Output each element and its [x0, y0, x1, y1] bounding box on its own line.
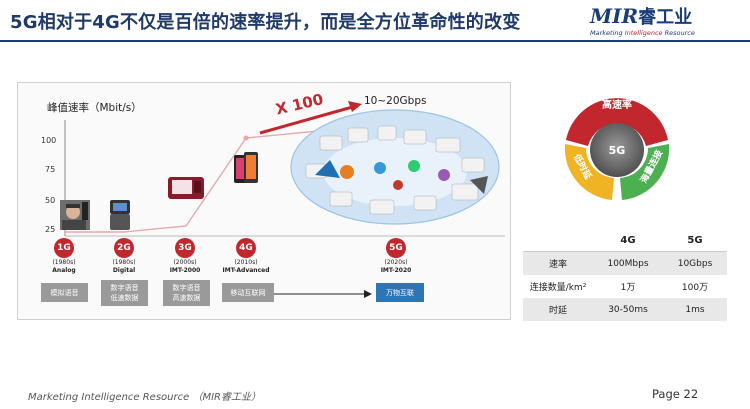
5g-peak-label: 10~20Gbps	[364, 95, 427, 107]
caption-2g-year: (1980s)	[112, 259, 136, 266]
page-number: Page 22	[652, 387, 699, 401]
badge-2g: 2G	[114, 238, 134, 258]
service-1g: 模拟语音	[41, 283, 88, 302]
service-3g-line2: 高速数据	[172, 294, 201, 302]
table-cell-4g: 1万	[620, 283, 636, 293]
table-cell-4g: 30-50ms	[608, 304, 648, 315]
ring-segment-top	[566, 98, 668, 146]
service-2g-line1: 数字语音	[110, 284, 139, 292]
caption-4g-year: (2010s)	[234, 259, 258, 266]
service-3g: 数字语音 高速数据	[163, 280, 210, 306]
service-2g: 数字语音 低速数据	[101, 280, 148, 306]
table-cell-metric: 时延	[548, 306, 567, 316]
table-header-5g: 5G	[687, 234, 703, 246]
ring-center-label: 5G	[609, 144, 626, 157]
table-cell-metric: 连接数量/km²	[529, 283, 587, 293]
y-tick-25: 25	[45, 225, 56, 234]
caption-4g: (2010s) IMT-Advanced	[211, 259, 281, 275]
service-2g-line2: 低速数据	[110, 294, 139, 302]
caption-1g: (1980s) Analog	[29, 259, 99, 275]
caption-5g: (2020s) IMT-2020	[361, 259, 431, 275]
caption-5g-year: (2020s)	[384, 259, 408, 266]
caption-3g-year: (2000s)	[173, 259, 197, 266]
ring-segment-left	[564, 144, 614, 200]
caption-2g: (1980s) Digital	[89, 259, 159, 275]
y-axis-title: 峰值速率（Mbit/s）	[47, 102, 142, 114]
table-cell-4g: 100Mbps	[607, 258, 649, 269]
ring-segment-right	[620, 144, 670, 200]
caption-3g: (2000s) IMT-2000	[150, 259, 220, 275]
service-3g-line1: 数字语音	[172, 284, 201, 292]
5g-capability-ring: 5G 高速率 低时延 海量连接	[564, 98, 670, 200]
caption-4g-name: IMT-Advanced	[222, 267, 270, 274]
footer-source: Marketing Intelligence Resource （MIR睿工业）	[28, 392, 261, 403]
table-cell-5g: 1ms	[685, 304, 705, 315]
badge-5g: 5G	[386, 238, 406, 258]
ring-top-label: 高速率	[602, 98, 632, 111]
badge-3g: 3G	[175, 238, 195, 258]
table-row-speed: 速率 100Mbps 10Gbps	[523, 252, 727, 275]
caption-3g-name: IMT-2000	[169, 267, 201, 274]
ring-center	[590, 123, 644, 177]
comparison-table: 4G 5G 速率 100Mbps 10Gbps 连接数量/km² 1万 100万…	[523, 229, 727, 321]
table-row-connections: 连接数量/km² 1万 100万	[523, 275, 727, 298]
y-tick-50: 50	[45, 196, 56, 205]
table-cell-5g: 100万	[681, 283, 709, 293]
badge-4g: 4G	[236, 238, 256, 258]
logo-tag-post: Resource	[664, 29, 695, 37]
table-cell-metric: 速率	[548, 260, 567, 270]
caption-1g-year: (1980s)	[52, 259, 76, 266]
logo-mark-cn: 睿工业	[638, 7, 693, 28]
logo-tagline: Marketing Intelligence Resource	[590, 29, 720, 37]
service-4g: 移动互联网	[222, 283, 274, 302]
service-5g: 万物互联	[376, 283, 424, 302]
caption-1g-name: Analog	[52, 267, 76, 274]
table-header-4g: 4G	[620, 234, 636, 246]
title-divider	[0, 40, 750, 42]
table-header-row: 4G 5G	[523, 229, 727, 252]
slide-title: 5G相对于4G不仅是百倍的速率提升，而是全方位革命性的改变	[10, 12, 521, 33]
caption-5g-name: IMT-2020	[380, 267, 412, 274]
logo-mark: MIR睿工业	[590, 6, 720, 28]
logo-mark-latin: MIR	[590, 4, 639, 28]
logo-tag-pre: Marketing	[590, 29, 623, 37]
table-row-latency: 时延 30-50ms 1ms	[523, 298, 727, 321]
mir-logo: MIR睿工业 Marketing Intelligence Resource	[590, 6, 720, 38]
caption-2g-name: Digital	[112, 267, 136, 274]
logo-tag-mid: Intelligence	[624, 29, 663, 37]
badge-1g: 1G	[54, 238, 74, 258]
y-tick-100: 100	[41, 136, 57, 145]
y-tick-75: 75	[45, 165, 56, 174]
table-cell-5g: 10Gbps	[677, 258, 713, 269]
